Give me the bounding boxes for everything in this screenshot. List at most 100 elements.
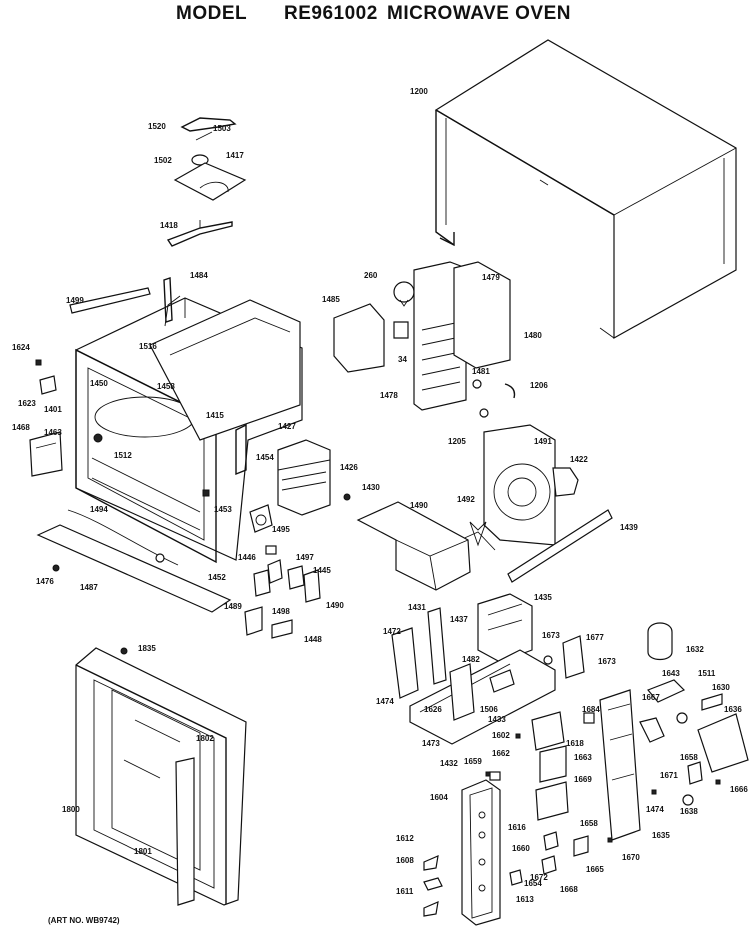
callout-1612: 1612 (396, 834, 414, 843)
base-plate (343, 493, 471, 591)
callout-1458: 1458 (157, 382, 175, 391)
callout-1602: 1602 (492, 731, 510, 740)
callout-1498: 1498 (272, 607, 290, 616)
callout-1454: 1454 (256, 453, 274, 462)
callout-1489: 1489 (224, 602, 242, 611)
callout-1624: 1624 (12, 343, 30, 352)
diagram-title: MODEL RE961002 MICROWAVE OVEN (0, 3, 752, 29)
callout-1665: 1665 (586, 865, 604, 874)
callout-1479: 1479 (482, 273, 500, 282)
callout-1206: 1206 (530, 381, 548, 390)
callout-1684: 1684 (582, 705, 600, 714)
callout-1476: 1476 (36, 577, 54, 586)
callout-1618: 1618 (566, 739, 584, 748)
model-label: MODEL (176, 3, 248, 24)
callout-1667: 1667 (642, 693, 660, 702)
callout-1802: 1802 (196, 734, 214, 743)
product-name: MICROWAVE OVEN (387, 3, 571, 24)
left-small-parts (29, 359, 63, 477)
stirrer-assembly (166, 117, 247, 247)
callout-1671: 1671 (660, 771, 678, 780)
callout-1658b: 1658 (680, 753, 698, 762)
callout-1494: 1494 (90, 505, 108, 514)
small-components (485, 622, 749, 886)
callout-1422: 1422 (570, 455, 588, 464)
callout-1492: 1492 (457, 495, 475, 504)
callout-1445: 1445 (313, 566, 331, 575)
relay-parts (543, 635, 585, 679)
knobs (423, 855, 443, 917)
callout-1433: 1433 (488, 715, 506, 724)
callout-1401: 1401 (44, 405, 62, 414)
callout-1623: 1623 (18, 399, 36, 408)
callout-1503: 1503 (213, 124, 231, 133)
model-number: RE961002 (284, 3, 378, 24)
callout-1481: 1481 (472, 367, 490, 376)
callout-260: 260 (364, 271, 378, 280)
callout-1200: 1200 (410, 87, 428, 96)
callout-labels: 1200 1520 1503 1502 1417 1418 1484 1499 … (12, 87, 748, 904)
callout-1491: 1491 (534, 437, 552, 446)
callout-1439: 1439 (620, 523, 638, 532)
callout-1446: 1446 (238, 553, 256, 562)
callout-1478: 1478 (380, 391, 398, 400)
callout-1668: 1668 (560, 885, 578, 894)
callout-1452: 1452 (208, 573, 226, 582)
callout-1635: 1635 (652, 831, 670, 840)
callout-1432: 1432 (440, 759, 458, 768)
callout-34: 34 (398, 355, 407, 364)
callout-1626: 1626 (424, 705, 442, 714)
transformer (391, 593, 533, 699)
oven-cavity (75, 295, 303, 564)
callout-1666: 1666 (730, 785, 748, 794)
callout-1638: 1638 (680, 807, 698, 816)
art-number: (ART NO. WB9742) (48, 916, 120, 925)
fan-assembly (459, 424, 613, 583)
callout-1643: 1643 (662, 669, 680, 678)
callout-1450: 1450 (90, 379, 108, 388)
callout-1448: 1448 (304, 635, 322, 644)
callout-1418: 1418 (160, 221, 178, 230)
callout-1800: 1800 (62, 805, 80, 814)
callout-1511: 1511 (698, 669, 716, 678)
circuit-board (599, 689, 641, 841)
callout-1663: 1663 (574, 753, 592, 762)
callout-1662: 1662 (492, 749, 510, 758)
callout-1658a: 1658 (580, 819, 598, 828)
callout-1654: 1654 (524, 879, 542, 888)
control-panel (461, 779, 501, 926)
callout-1427: 1427 (278, 422, 296, 431)
callout-1487: 1487 (80, 583, 98, 592)
side-rails (69, 277, 173, 323)
callout-1659: 1659 (464, 757, 482, 766)
callout-1490a: 1490 (326, 601, 344, 610)
callout-1497: 1497 (296, 553, 314, 562)
control-chassis (409, 649, 556, 745)
callout-1463: 1463 (44, 428, 62, 437)
callout-1516: 1516 (139, 342, 157, 351)
callout-1512: 1512 (114, 451, 132, 460)
callout-1468: 1468 (12, 423, 30, 432)
callout-1677: 1677 (586, 633, 604, 642)
callout-1672: 1672 (530, 873, 548, 882)
callout-1435: 1435 (534, 593, 552, 602)
callout-1613: 1613 (516, 895, 534, 904)
callout-1670: 1670 (622, 853, 640, 862)
callout-1673a: 1673 (542, 631, 560, 640)
callout-1473: 1473 (422, 739, 440, 748)
callout-1417: 1417 (226, 151, 244, 160)
callout-1673b: 1673 (598, 657, 616, 666)
callout-1636: 1636 (724, 705, 742, 714)
callout-1415: 1415 (206, 411, 224, 420)
callout-1472: 1472 (383, 627, 401, 636)
callout-1430: 1430 (362, 483, 380, 492)
callout-1611: 1611 (396, 887, 414, 896)
oven-door (75, 647, 247, 906)
interlock-switches (244, 504, 321, 639)
callout-1485: 1485 (322, 295, 340, 304)
outer-cabinet (434, 39, 737, 340)
callout-1453: 1453 (214, 505, 232, 514)
callout-1632: 1632 (686, 645, 704, 654)
magnetron (235, 423, 331, 516)
